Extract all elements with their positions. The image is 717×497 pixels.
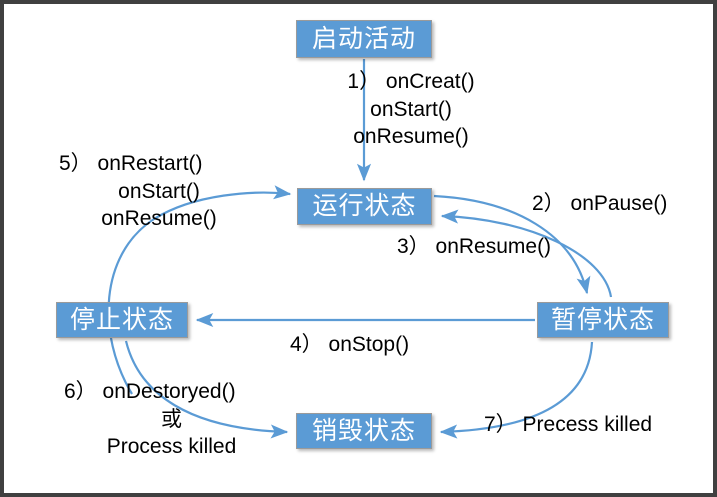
arrow-running-to-paused <box>433 194 591 295</box>
transition-label-5: 5） onRestart() onStart() onResume() <box>59 150 259 233</box>
transition-label-6-line-2: 或 <box>161 407 182 431</box>
state-box-running[interactable]: 运行状态 <box>297 188 432 225</box>
transition-label-5-line-1: 5） onRestart() <box>59 152 203 175</box>
transition-label-4: 4） onStop() <box>290 331 440 359</box>
transition-label-2-line-1: 2） onPause() <box>532 192 668 215</box>
arrow-stopped-to-destroyed <box>124 340 289 439</box>
transition-label-1-line-1: 1） onCreat() <box>347 70 475 93</box>
transition-label-5-line-2: onStart() <box>118 179 200 203</box>
transition-label-1-line-2: onStart() <box>370 97 452 121</box>
state-box-paused[interactable]: 暂停状态 <box>537 302 669 338</box>
transition-label-4-line-1: 4） onStop() <box>290 333 410 356</box>
state-box-start[interactable]: 启动活动 <box>296 20 432 58</box>
transition-label-1: 1） onCreat() onStart() onResume() <box>316 68 506 151</box>
transition-label-1-line-3: onResume() <box>353 125 469 149</box>
arrow-paused-to-destroyed <box>439 341 594 439</box>
transition-label-6: 6） onDestoryed() 或 Process killed <box>64 378 279 461</box>
state-box-destroyed[interactable]: 销毁状态 <box>296 413 432 449</box>
transition-label-3: 3） onResume() <box>397 233 587 261</box>
arrow-paused-to-running <box>440 209 613 298</box>
transition-label-7-line-1: 7） Precess killed <box>484 413 653 436</box>
transition-label-7: 7） Precess killed <box>484 411 674 439</box>
transition-label-6-line-3: Process killed <box>106 435 237 459</box>
transition-label-2: 2） onPause() <box>532 190 712 218</box>
arrow-stopped-to-running <box>107 185 292 395</box>
state-box-stopped[interactable]: 停止状态 <box>56 302 188 338</box>
transition-label-3-line-1: 3） onResume() <box>397 235 552 258</box>
transition-label-5-line-3: onResume() <box>101 207 217 231</box>
transition-label-6-line-1: 6） onDestoryed() <box>64 380 236 403</box>
arrow-layer <box>107 59 613 439</box>
